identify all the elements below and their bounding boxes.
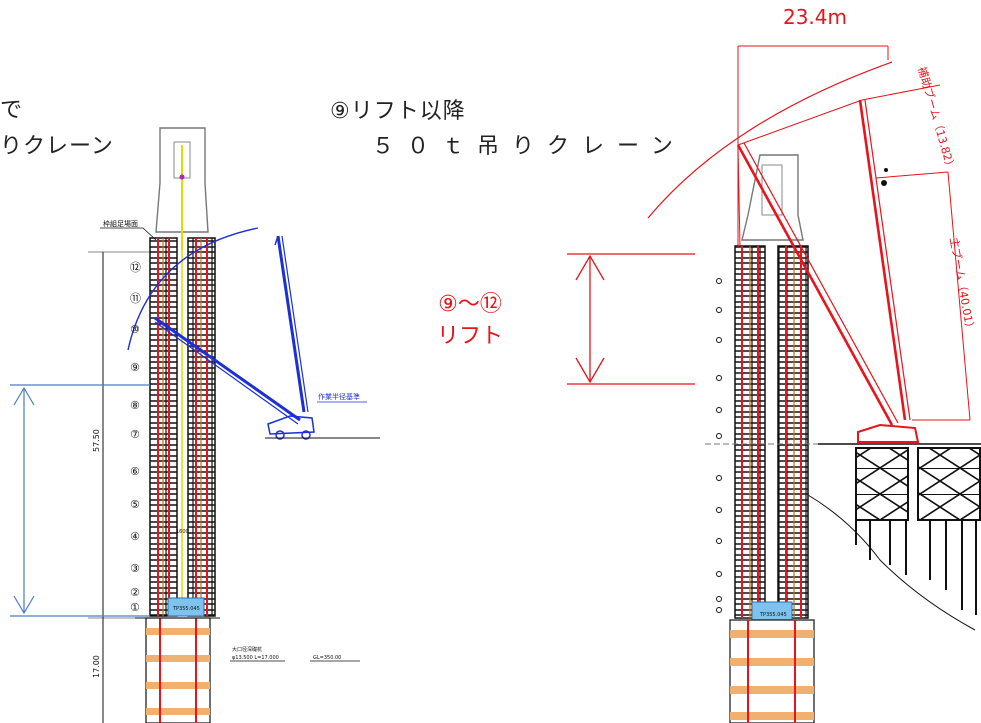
- lift-range-arrow: [567, 253, 695, 385]
- lift-number: ⑧: [130, 399, 140, 412]
- lift-number: ④: [130, 530, 140, 543]
- pile-note-2: φ13.500 L=17.000: [232, 655, 279, 661]
- mid-text: 1600: [176, 529, 189, 535]
- height-dimension: 57.50: [92, 429, 101, 452]
- left-caption-line2: りクレーン: [0, 134, 114, 159]
- top-label: 枠組足場面: [103, 219, 138, 228]
- right-caption-line2: ５０ｔ吊りクレーン: [372, 134, 686, 159]
- lift-number: ⑫: [130, 261, 141, 274]
- lift-label-line1: ⑨〜⑫: [438, 292, 502, 317]
- base-text-right: TP355.045: [759, 612, 787, 618]
- crane-label: 作業半径基準: [318, 392, 360, 401]
- main-boom-label: 主ブーム（40.01）: [947, 236, 978, 334]
- lift-number: ③: [130, 562, 140, 575]
- lift-number: ①: [130, 601, 140, 614]
- lift-number: ⑤: [130, 498, 140, 511]
- aux-boom-label: 補助ブーム（13.82）: [915, 65, 958, 173]
- lift-label-line2: リフト: [436, 324, 503, 349]
- pile-dimension: 17.00: [92, 655, 101, 678]
- lift-number: ⑨: [130, 361, 140, 374]
- lift-number: ⑥: [130, 465, 140, 478]
- left-caption-line1: で: [0, 98, 24, 123]
- pile-note-1: 大口径深礎杭: [232, 646, 262, 653]
- lift-number: ⑪: [130, 292, 141, 305]
- base-text-left: TP355.045: [172, 606, 200, 612]
- lift-number: ②: [130, 586, 140, 599]
- radius-label: 23.4m: [782, 5, 847, 29]
- ground-level: GL=350.00: [313, 655, 341, 661]
- lift-number: ⑩: [130, 323, 140, 336]
- right-pier-drawing: [647, 45, 981, 723]
- right-caption-line1: ⑨リフト以降: [330, 99, 466, 124]
- left-pier-drawing: [10, 127, 380, 723]
- lift-number: ⑦: [130, 428, 140, 441]
